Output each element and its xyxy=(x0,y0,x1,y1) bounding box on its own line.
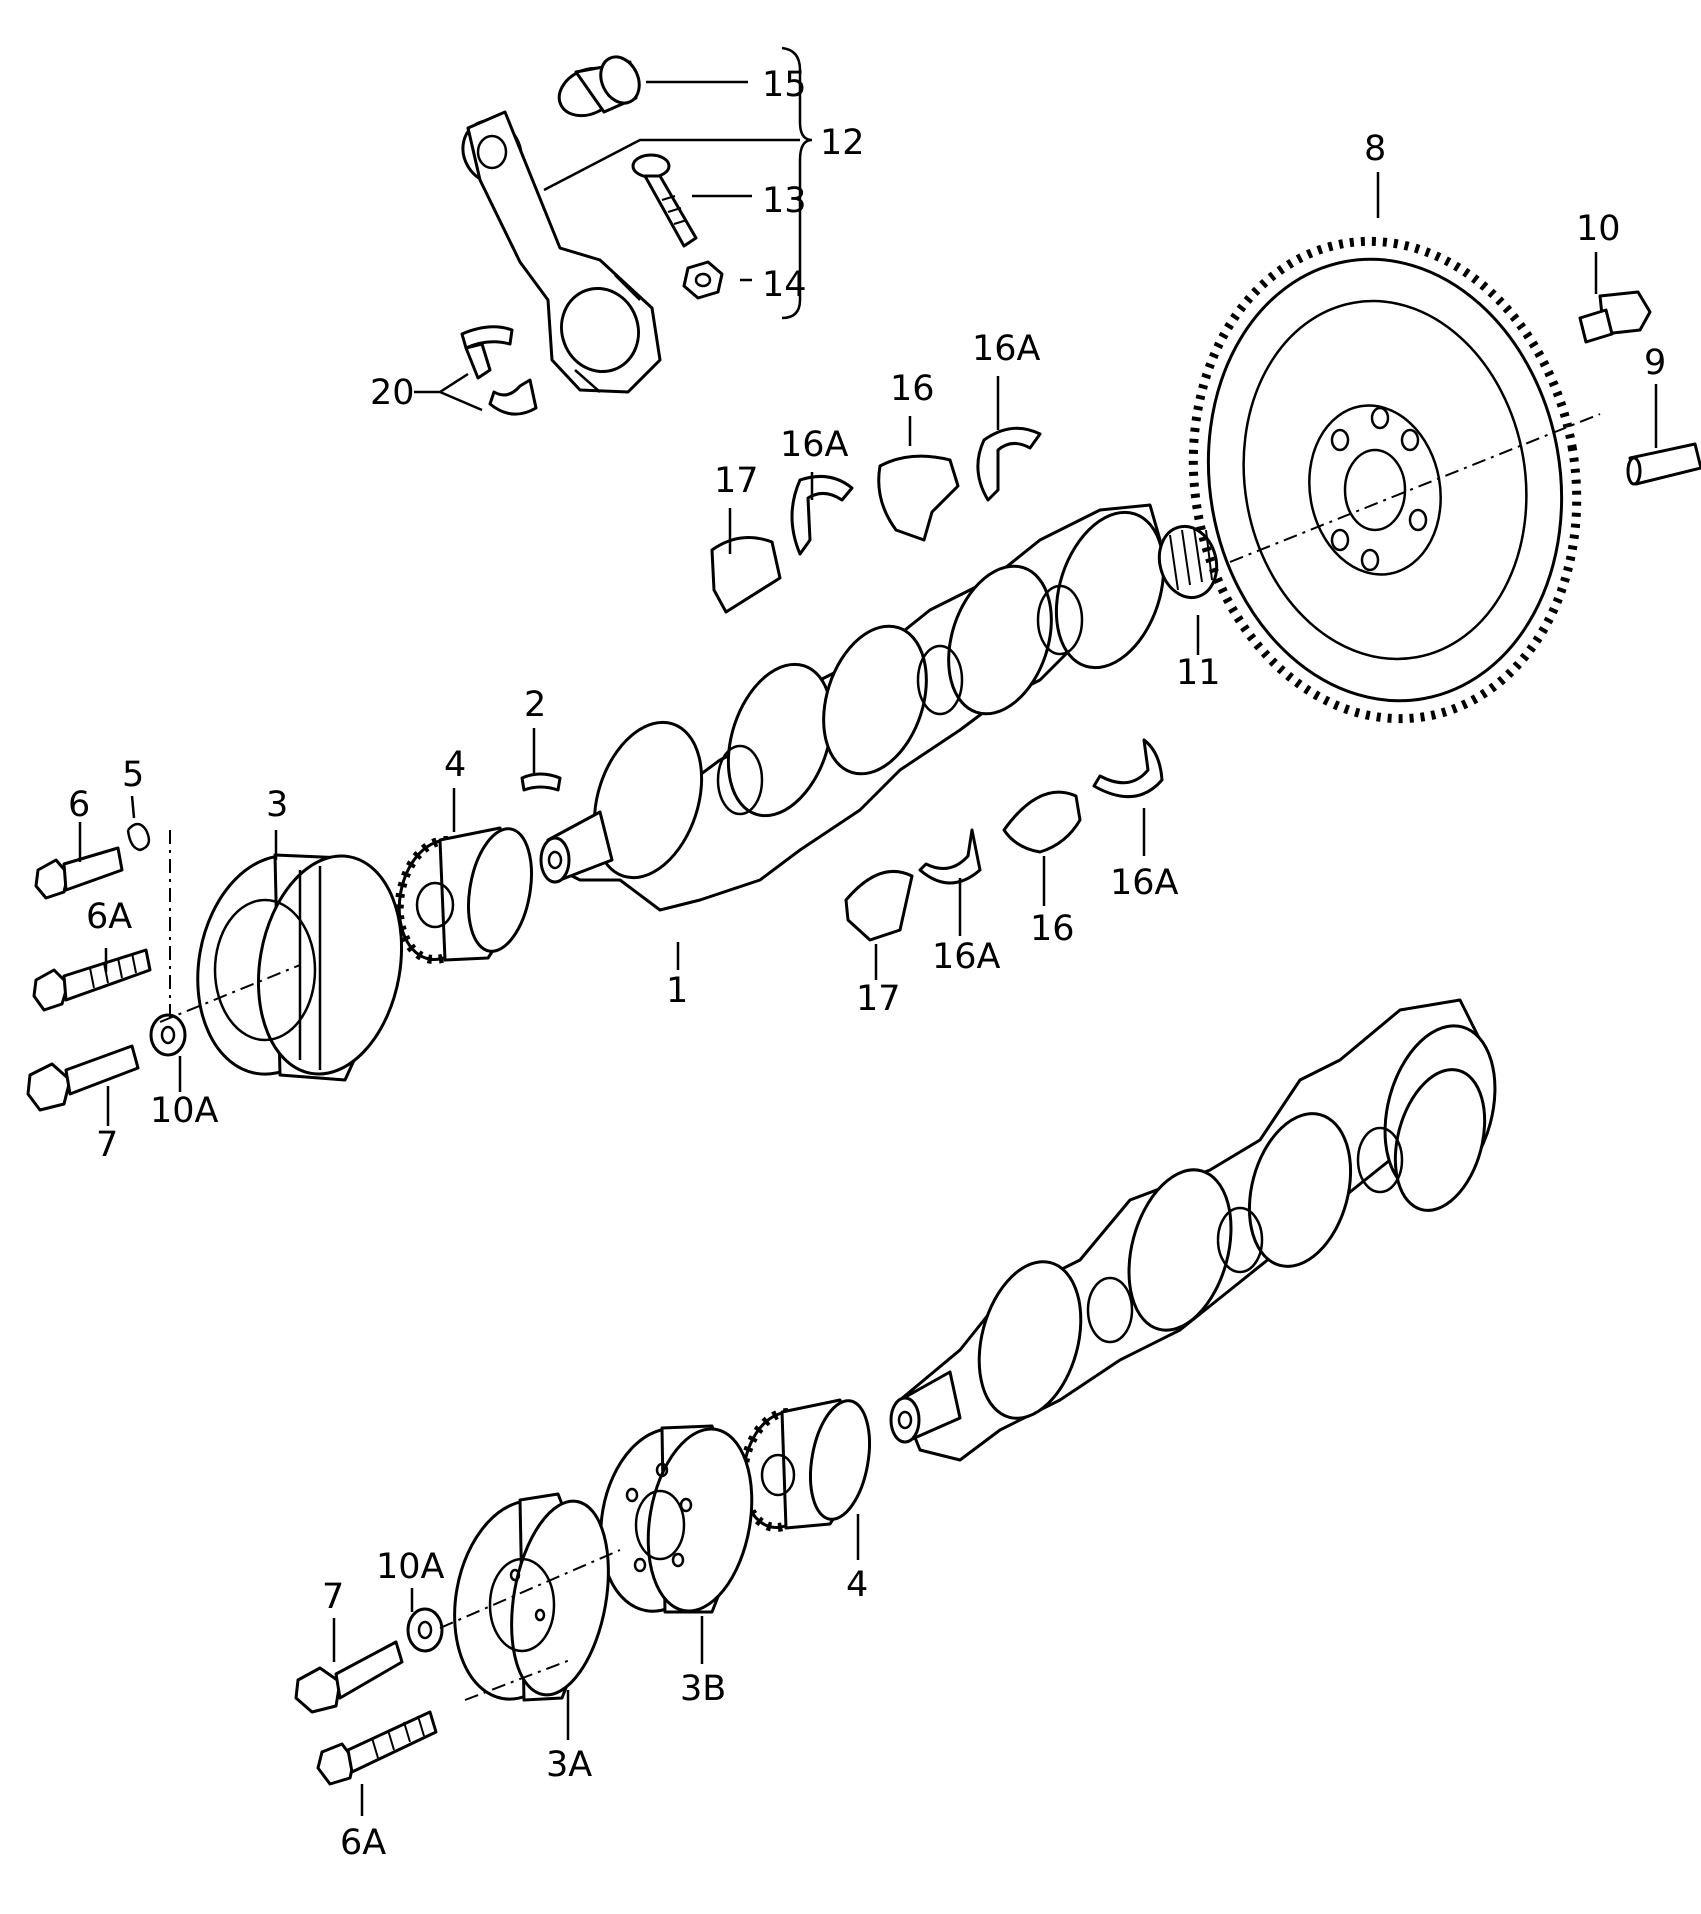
callout-10A-lower: 10A xyxy=(376,1547,445,1587)
bushing-part xyxy=(557,55,641,118)
callout-20: 20 xyxy=(370,373,415,413)
bolt-6A-lower-part xyxy=(316,1710,438,1786)
bolt-6A-upper-part xyxy=(32,948,152,1012)
callout-9: 9 xyxy=(1644,343,1666,383)
callout-17-lower: 17 xyxy=(856,979,901,1019)
needle-bearing-part xyxy=(1157,524,1219,600)
connecting-rod-part xyxy=(461,110,662,394)
thrust-washer-16A-lower-left-part xyxy=(918,828,982,885)
thrust-washer-16A-upper-left-part xyxy=(790,474,854,556)
con-rod-bearing-shells-part xyxy=(460,325,538,416)
callout-2: 2 xyxy=(524,685,546,725)
flywheel-part xyxy=(1188,236,1582,724)
callout-6A-upper: 6A xyxy=(86,897,132,937)
callout-6: 6 xyxy=(68,785,90,825)
timing-gear-upper-part xyxy=(394,826,533,964)
callout-14: 14 xyxy=(762,265,807,305)
locking-plate-5-part xyxy=(126,822,151,852)
callout-3: 3 xyxy=(266,785,288,825)
callout-16A-bottom-right: 16A xyxy=(1110,863,1179,903)
lower-main-bearing-shell-17-part xyxy=(844,869,914,942)
callout-16A-top-left: 16A xyxy=(780,425,849,465)
main-bearing-shell-17-upper-part xyxy=(710,536,782,614)
callout-5: 5 xyxy=(122,755,144,795)
con-rod-bolt-part xyxy=(631,153,698,248)
callout-16-upper: 16 xyxy=(890,369,935,409)
dowel-pin-9-part xyxy=(1626,442,1701,486)
con-rod-nut-part xyxy=(682,260,724,300)
washer-upper-part xyxy=(149,1013,187,1057)
callout-16A-top-right: 16A xyxy=(972,329,1041,369)
crankshaft-upper-part xyxy=(539,503,1166,912)
pulley-3A-part xyxy=(453,1492,610,1702)
bearing-shell-16-upper-part xyxy=(877,454,960,542)
woodruff-key-part xyxy=(520,772,562,792)
bolt-7-lower-part xyxy=(294,1640,404,1714)
thrust-washer-16A-upper-right-part xyxy=(976,426,1042,502)
leader-lines xyxy=(78,46,1658,1816)
bearing-shell-16-lower-part xyxy=(1002,790,1082,854)
timing-gear-lower-part xyxy=(738,1398,871,1532)
bolt-10-part xyxy=(1578,290,1652,344)
vibration-damper-3B-part xyxy=(599,1424,754,1614)
callout-3B: 3B xyxy=(680,1669,726,1709)
callout-15: 15 xyxy=(762,65,807,105)
pulley-upper-part xyxy=(196,853,404,1082)
callout-10A-upper: 10A xyxy=(150,1091,219,1131)
washer-lower-part xyxy=(406,1607,444,1653)
callout-11: 11 xyxy=(1176,653,1221,693)
bolt-7-upper-part xyxy=(26,1044,140,1112)
crankshaft-lower-part xyxy=(889,998,1497,1462)
callout-16A-bottom-mid: 16A xyxy=(932,937,1001,977)
callout-8: 8 xyxy=(1364,129,1386,169)
callout-16-lower: 16 xyxy=(1030,909,1075,949)
callout-13: 13 xyxy=(762,181,807,221)
callout-1: 1 xyxy=(666,971,688,1011)
callout-17-upper: 17 xyxy=(714,461,759,501)
callout-6A-lower: 6A xyxy=(340,1823,386,1863)
callout-10: 10 xyxy=(1576,209,1621,249)
callout-7-lower: 7 xyxy=(322,1577,344,1617)
callout-3A: 3A xyxy=(546,1745,592,1785)
callout-4-lower: 4 xyxy=(846,1565,868,1605)
callout-12: 12 xyxy=(820,123,865,163)
callout-7-upper: 7 xyxy=(96,1125,118,1165)
bolt-6-part xyxy=(34,846,124,900)
callout-4-upper: 4 xyxy=(444,745,466,785)
thrust-washer-16A-lower-right-part xyxy=(1092,738,1164,799)
callout-labels: 15 12 13 14 20 17 16A 16 16A 8 10 9 11 2… xyxy=(68,65,1666,1863)
